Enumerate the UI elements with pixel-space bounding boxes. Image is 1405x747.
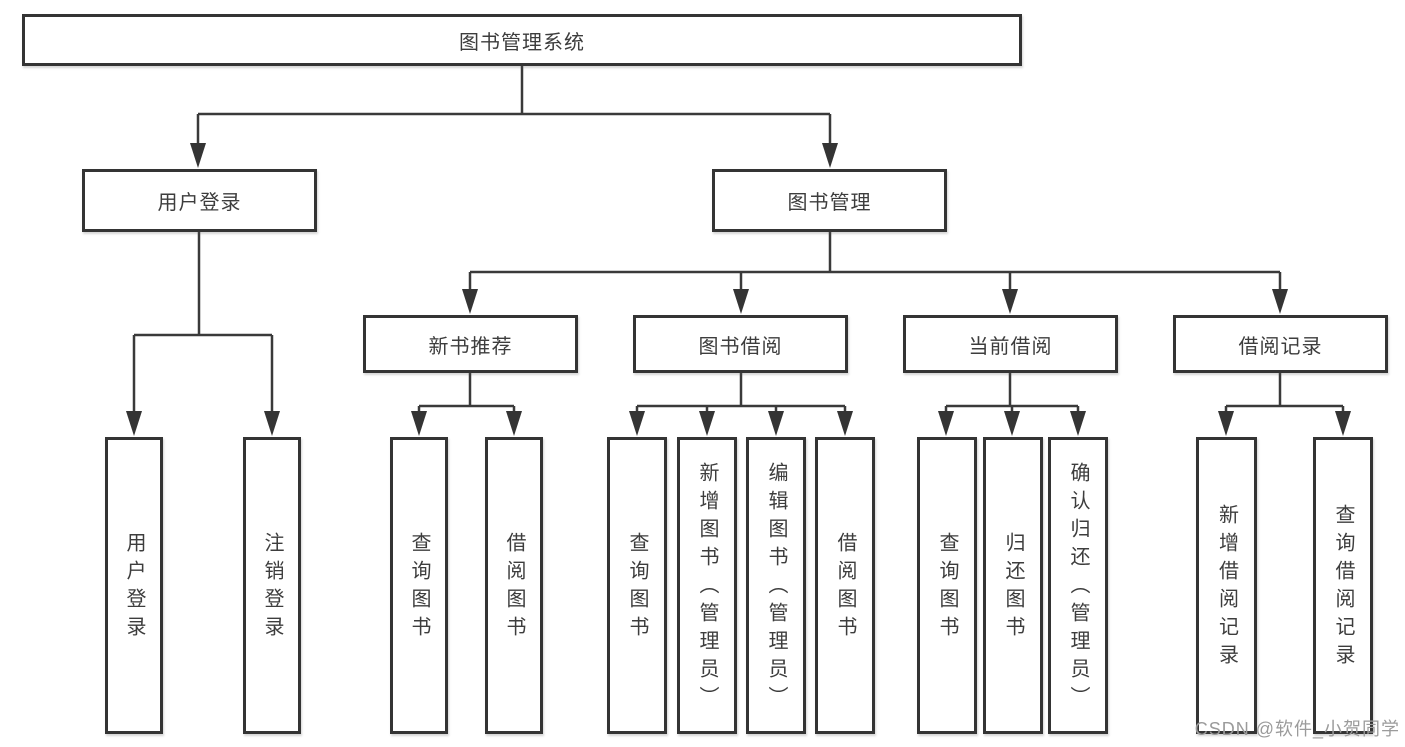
arrow-down-icon	[822, 143, 838, 168]
node-user-login: 用户登录	[82, 169, 317, 232]
arrow-down-icon	[462, 289, 478, 314]
leaf-edit-book-admin: 编辑图书（管理员）	[746, 437, 806, 734]
arrow-down-icon	[837, 411, 853, 436]
leaf-add-borrow-record: 新增借阅记录	[1196, 437, 1257, 734]
leaf-return-book: 归还图书	[983, 437, 1043, 734]
arrow-down-icon	[1272, 289, 1288, 314]
arrow-down-icon	[506, 411, 522, 436]
arrow-down-icon	[411, 411, 427, 436]
leaf-borrow-books-2: 借阅图书	[815, 437, 875, 734]
leaf-query-books-1: 查询图书	[390, 437, 448, 734]
connector-new-book-children	[417, 373, 516, 412]
leaf-query-borrow-record: 查询借阅记录	[1313, 437, 1373, 734]
arrow-down-icon	[938, 411, 954, 436]
arrow-down-icon	[1218, 411, 1234, 436]
leaf-query-books-2: 查询图书	[607, 437, 667, 734]
connector-current-borrow-children	[944, 373, 1080, 412]
connector-book-mgmt-children	[468, 232, 1282, 291]
node-new-book-recommend: 新书推荐	[363, 315, 578, 373]
arrow-down-icon	[699, 411, 715, 436]
watermark: CSDN @软件_小贺同学	[1194, 719, 1400, 739]
connector-book-borrow-children	[635, 373, 847, 412]
leaf-borrow-books-1: 借阅图书	[485, 437, 543, 734]
connector-borrow-record-children	[1224, 373, 1345, 412]
node-root-system: 图书管理系统	[22, 14, 1022, 66]
arrow-down-icon	[768, 411, 784, 436]
arrow-down-icon	[733, 289, 749, 314]
leaf-confirm-return-admin: 确认归还（管理员）	[1048, 437, 1108, 734]
node-current-borrow: 当前借阅	[903, 315, 1118, 373]
arrow-down-icon	[1335, 411, 1351, 436]
node-book-management: 图书管理	[712, 169, 947, 232]
arrow-down-icon	[1070, 411, 1086, 436]
arrow-down-icon	[1004, 411, 1020, 436]
arrow-down-icon	[126, 411, 142, 436]
arrowheads	[126, 143, 1351, 436]
arrow-down-icon	[1002, 289, 1018, 314]
connector-user-login-children	[132, 232, 274, 412]
arrow-down-icon	[190, 143, 206, 168]
leaf-add-book-admin: 新增图书（管理员）	[677, 437, 737, 734]
leaf-user-login: 用户登录	[105, 437, 163, 734]
connector-root-to-level2	[196, 66, 832, 145]
leaf-query-books-3: 查询图书	[917, 437, 977, 734]
node-borrow-records: 借阅记录	[1173, 315, 1388, 373]
leaf-logout: 注销登录	[243, 437, 301, 734]
arrow-down-icon	[629, 411, 645, 436]
node-book-borrow: 图书借阅	[633, 315, 848, 373]
arrow-down-icon	[264, 411, 280, 436]
